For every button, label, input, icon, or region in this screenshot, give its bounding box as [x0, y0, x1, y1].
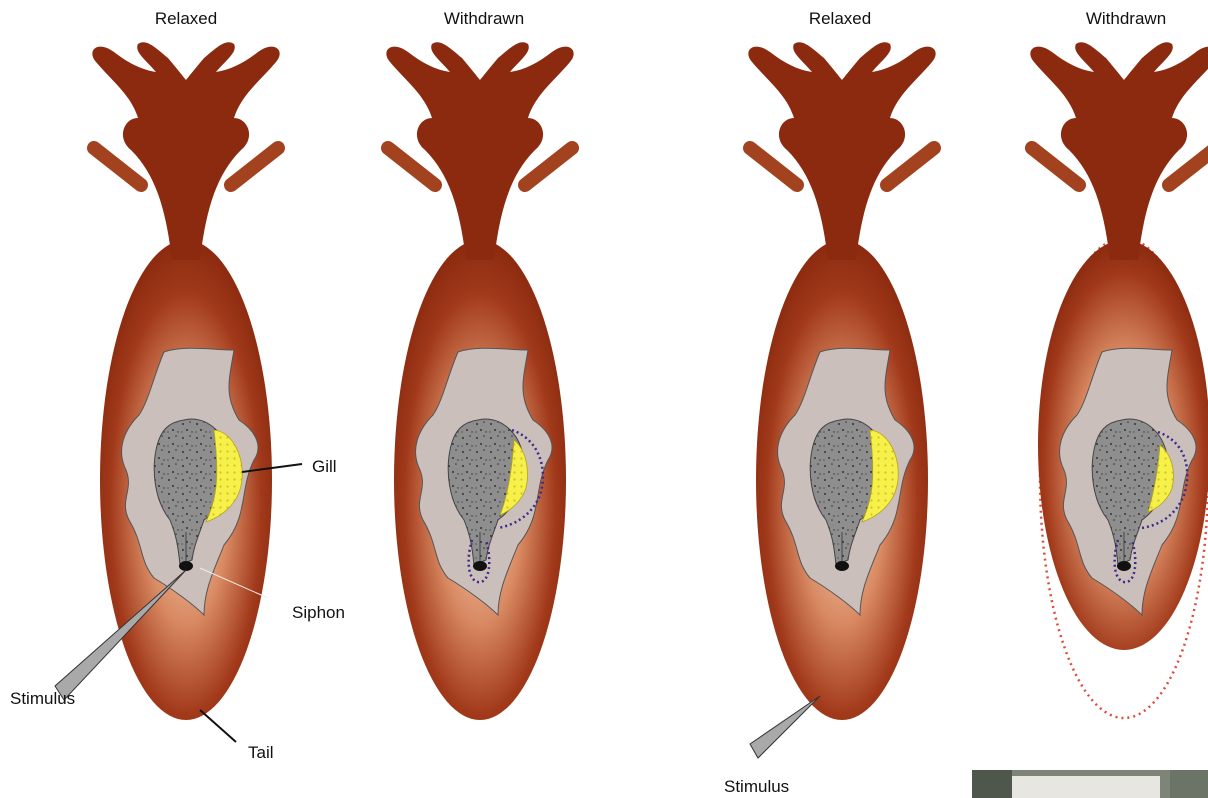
state-label: Withdrawn: [444, 9, 524, 28]
state-label: Withdrawn: [1086, 9, 1166, 28]
head: [1030, 42, 1208, 260]
panel-withdrawn-siphon: Withdrawn: [386, 9, 573, 720]
head: [92, 42, 279, 260]
tail-leader: [200, 710, 236, 742]
siphon-label: Siphon: [292, 603, 345, 622]
stimulus-label: Stimulus: [10, 689, 75, 708]
panel-withdrawn-tail: Withdrawn: [1030, 9, 1208, 718]
gill-label: Gill: [312, 457, 337, 476]
photo-thumbnail: [972, 770, 1208, 798]
head: [386, 42, 573, 260]
stimulus-probe: [750, 696, 820, 758]
stimulus-label: Stimulus: [724, 777, 789, 796]
panel-relaxed-tail: Relaxed Stimulus: [724, 9, 936, 796]
state-label: Relaxed: [155, 9, 217, 28]
head: [748, 42, 935, 260]
panel-relaxed-siphon: Relaxed Gill Siphon Stimulus Tail: [10, 9, 345, 762]
state-label: Relaxed: [809, 9, 871, 28]
tail-label: Tail: [248, 743, 274, 762]
